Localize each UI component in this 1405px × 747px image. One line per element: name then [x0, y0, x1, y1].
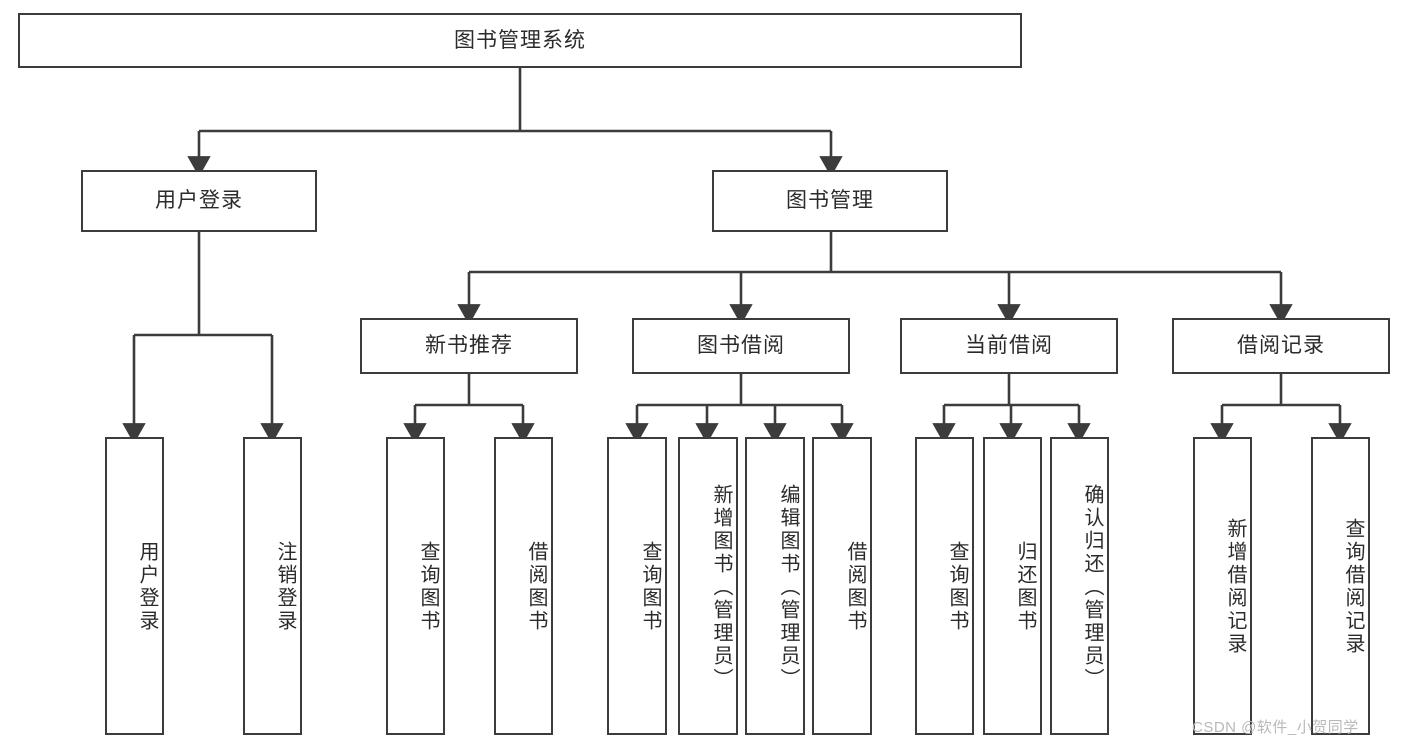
node-label: 查询图书 [946, 541, 968, 633]
leaf-current-borrow-query[interactable]: 查询图书 [915, 437, 974, 735]
node-label: 归还图书 [1014, 541, 1036, 633]
node-label: 新书推荐 [425, 334, 513, 358]
leaf-borrow-record-add[interactable]: 新增借阅记录 [1193, 437, 1252, 735]
leaf-current-borrow-return[interactable]: 归还图书 [983, 437, 1042, 735]
node-label: 图书管理系统 [454, 28, 586, 52]
node-label: 借阅记录 [1237, 334, 1325, 358]
node-label: 用户登录 [136, 541, 158, 633]
leaf-book-borrow-borrow[interactable]: 借阅图书 [812, 437, 872, 735]
node-label: 图书借阅 [697, 334, 785, 358]
node-label: 新增图书（管理员） [710, 483, 732, 691]
leaf-new-book-query[interactable]: 查询图书 [386, 437, 445, 735]
node-label: 当前借阅 [965, 334, 1053, 358]
leaf-user-login-login[interactable]: 用户登录 [105, 437, 164, 735]
leaf-new-book-borrow[interactable]: 借阅图书 [494, 437, 553, 735]
node-user-login[interactable]: 用户登录 [81, 170, 317, 232]
node-label: 借阅图书 [844, 541, 866, 633]
node-label: 新增借阅记录 [1224, 518, 1246, 656]
node-book-borrow[interactable]: 图书借阅 [632, 318, 850, 374]
leaf-book-borrow-query[interactable]: 查询图书 [607, 437, 667, 735]
node-borrow-record[interactable]: 借阅记录 [1172, 318, 1390, 374]
node-current-borrow[interactable]: 当前借阅 [900, 318, 1118, 374]
leaf-user-login-logout[interactable]: 注销登录 [243, 437, 302, 735]
node-label: 确认归还（管理员） [1081, 483, 1103, 691]
node-label: 注销登录 [274, 541, 296, 633]
node-label: 用户登录 [155, 189, 243, 213]
leaf-current-borrow-confirm[interactable]: 确认归还（管理员） [1050, 437, 1109, 735]
node-label: 借阅图书 [525, 541, 547, 633]
leaf-book-borrow-add[interactable]: 新增图书（管理员） [678, 437, 738, 735]
node-label: 图书管理 [786, 189, 874, 213]
leaf-book-borrow-edit[interactable]: 编辑图书（管理员） [745, 437, 805, 735]
node-book-management[interactable]: 图书管理 [712, 170, 948, 232]
leaf-borrow-record-query[interactable]: 查询借阅记录 [1311, 437, 1370, 735]
node-label: 查询图书 [417, 541, 439, 633]
node-label: 编辑图书（管理员） [777, 483, 799, 691]
node-label: 查询借阅记录 [1342, 518, 1364, 656]
node-label: 查询图书 [639, 541, 661, 633]
node-new-book-recommend[interactable]: 新书推荐 [360, 318, 578, 374]
node-root-book-management-system[interactable]: 图书管理系统 [18, 13, 1022, 68]
